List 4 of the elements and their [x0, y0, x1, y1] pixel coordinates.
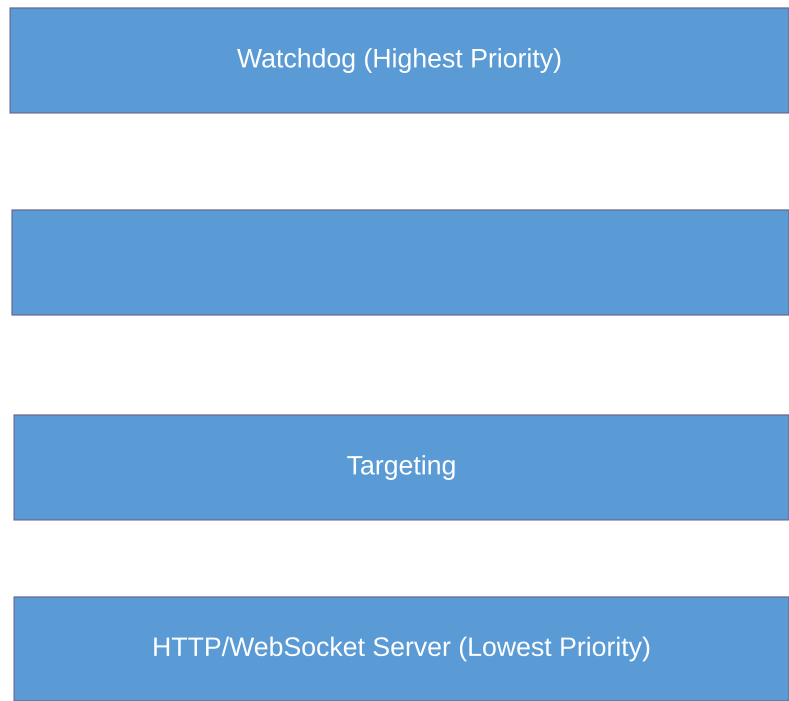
process-box: [11, 209, 789, 316]
process-box: HTTP/WebSocket Server (Lowest Priority): [13, 596, 789, 701]
process-box: Watchdog (Highest Priority): [9, 7, 789, 114]
process-box: Targeting: [13, 414, 789, 521]
